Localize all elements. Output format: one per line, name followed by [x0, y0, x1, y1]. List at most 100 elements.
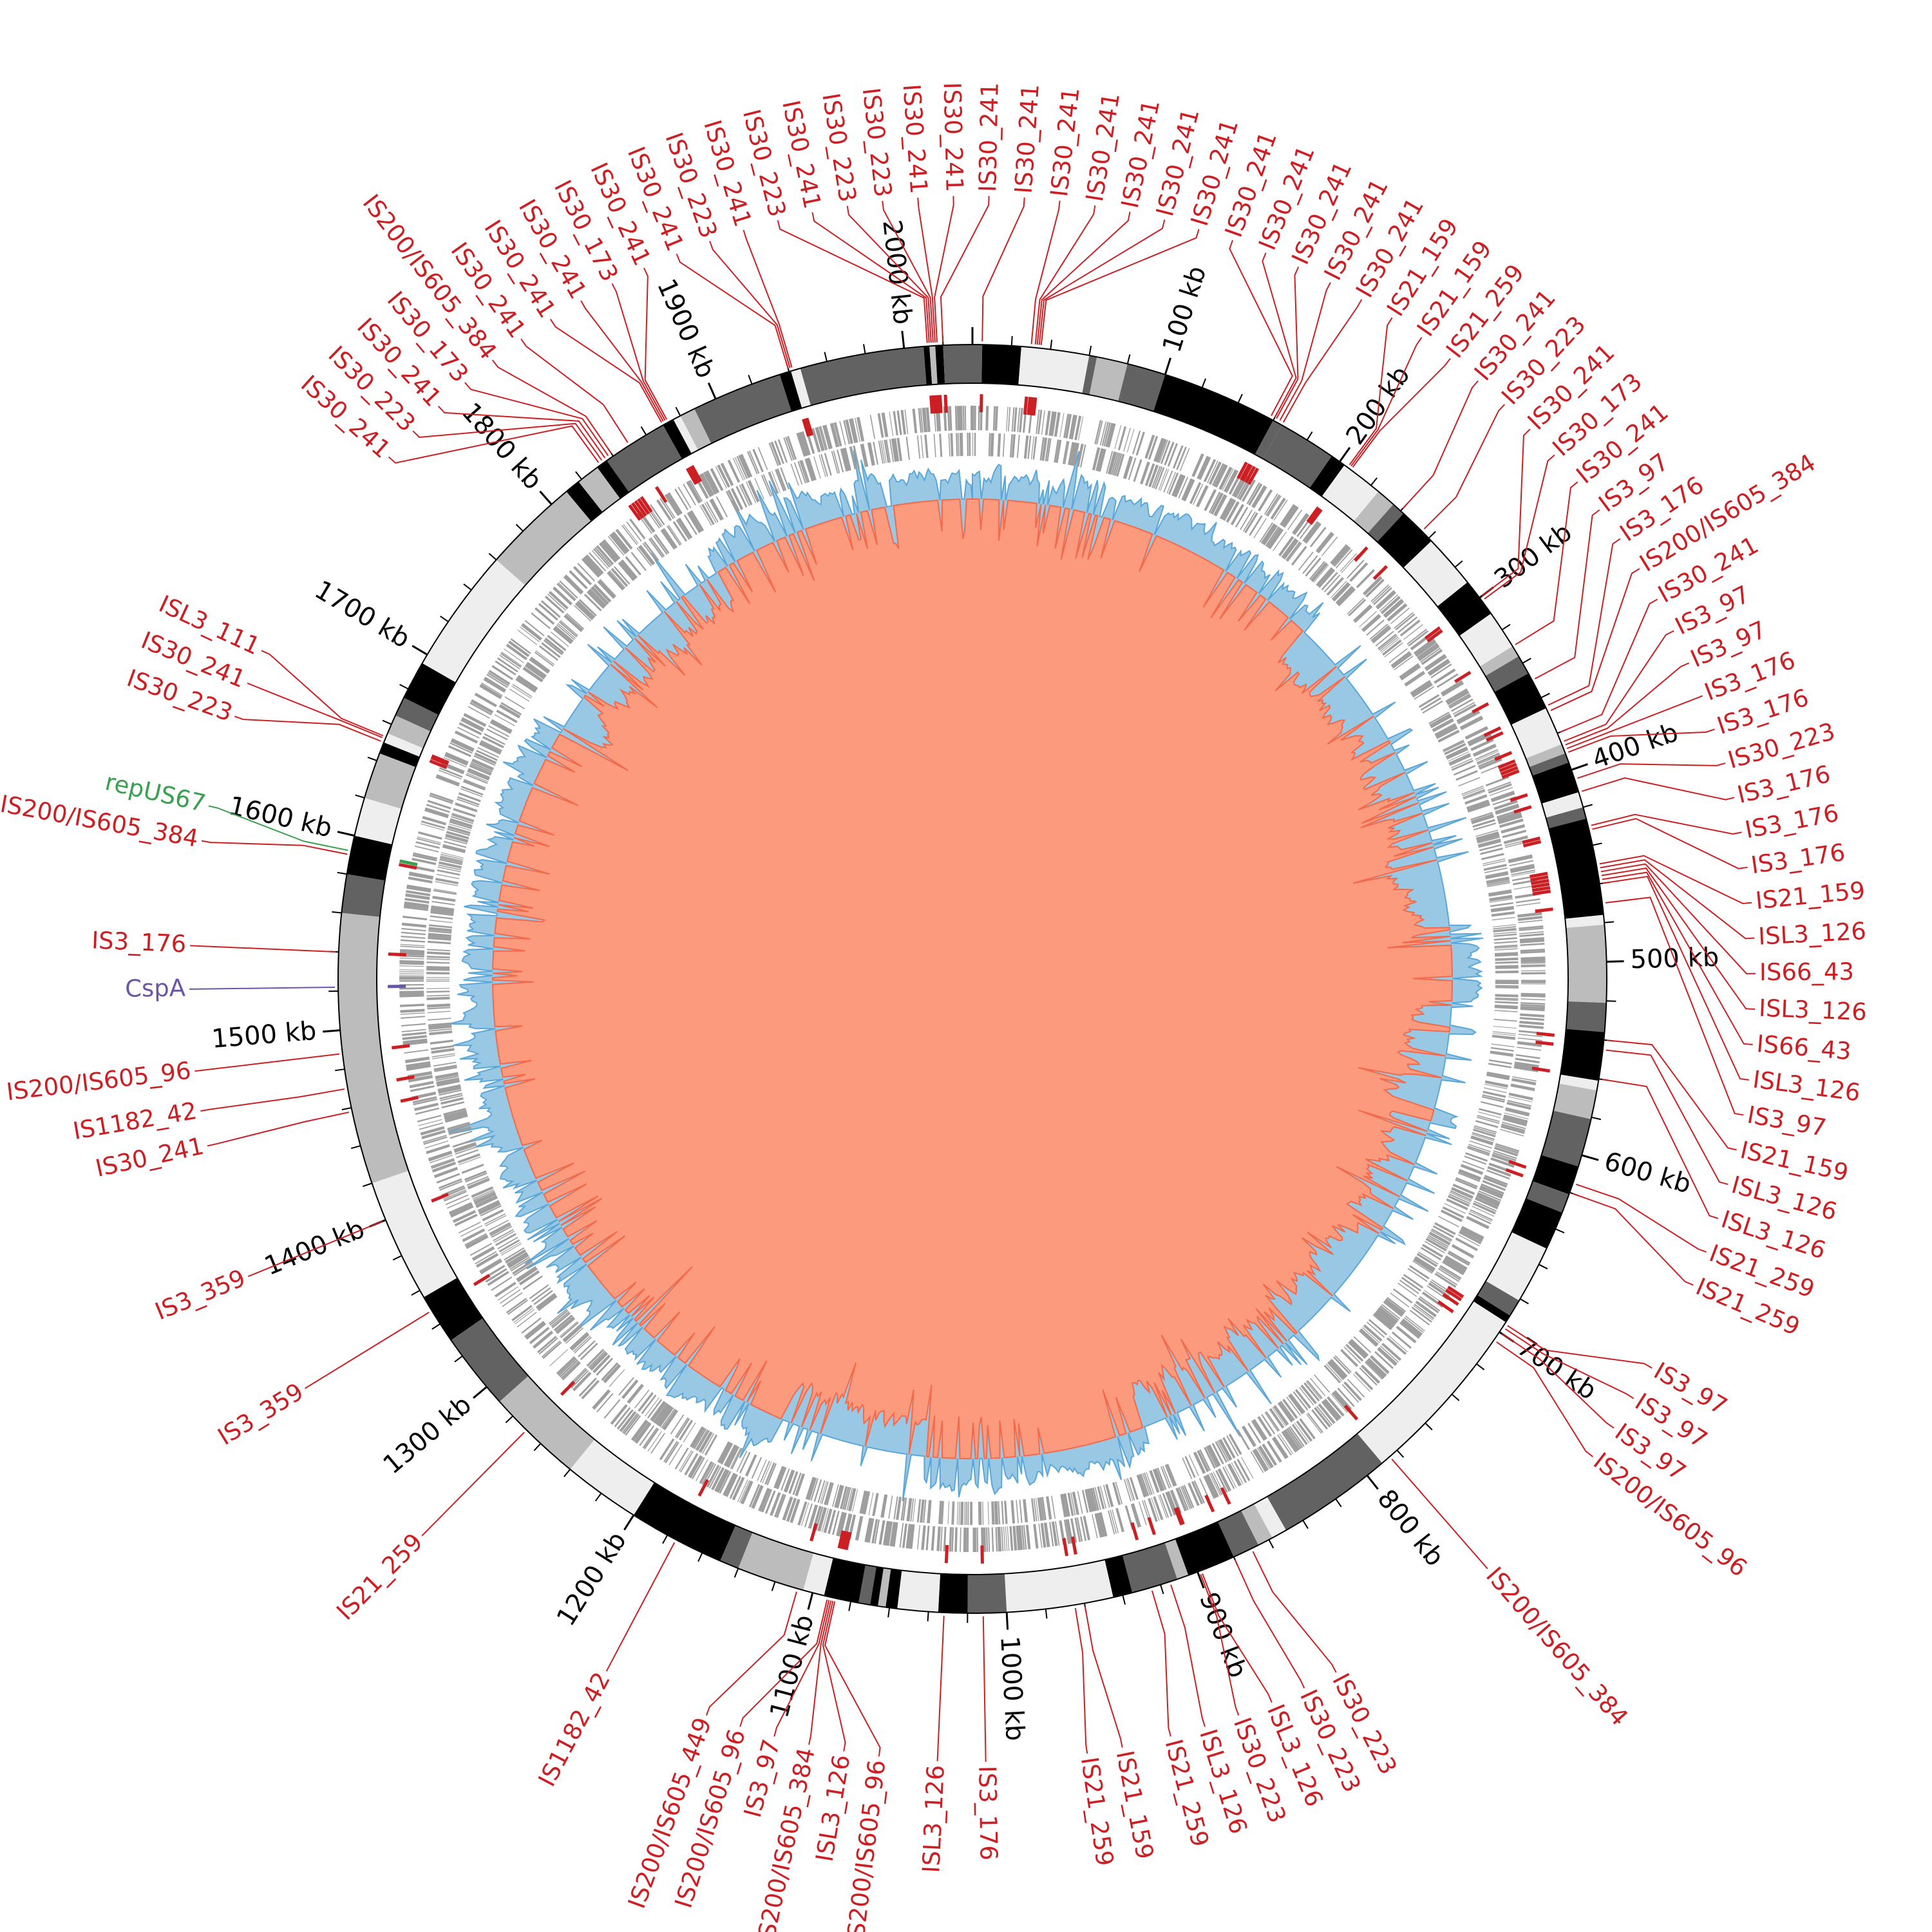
ideogram-band [1473, 1295, 1510, 1323]
feature-leader-line [1481, 428, 1531, 596]
feature-marker [1531, 1066, 1551, 1073]
ideogram-band [897, 1570, 941, 1613]
is-element-label: IS21_259 [331, 1528, 428, 1626]
minor-tick [1050, 339, 1053, 350]
feature-leader-line [491, 359, 612, 454]
feature-marker [430, 755, 449, 766]
ideogram-band [496, 491, 591, 585]
feature-leader-line [936, 1615, 945, 1761]
ideogram-band [379, 742, 420, 768]
minor-tick [1591, 1116, 1602, 1121]
feature-marker [396, 1075, 415, 1082]
feature-leader-line [1565, 662, 1690, 746]
feature-leader-line [777, 220, 928, 343]
minor-tick [697, 1552, 703, 1562]
feature-leader-line [550, 319, 663, 423]
is-element-label: ISL3_126 [811, 1753, 856, 1864]
feature-marker [685, 468, 698, 485]
feature-marker [1531, 886, 1551, 893]
feature-leader-line [208, 805, 348, 851]
gc-skew-negative [492, 498, 1453, 1460]
minor-tick [1454, 560, 1463, 568]
feature-leader-line [1550, 568, 1640, 712]
minor-tick [1237, 393, 1243, 404]
minor-tick [1201, 378, 1207, 388]
feature-marker [399, 862, 417, 870]
ideogram-band [1529, 753, 1569, 776]
major-tick [1366, 1475, 1379, 1490]
major-tick [1339, 447, 1351, 462]
feature-marker [1447, 1285, 1464, 1298]
gc-skew-track [447, 450, 1484, 1502]
feature-marker [1532, 889, 1551, 896]
feature-leader-line [189, 986, 336, 990]
major-tick [412, 645, 428, 656]
scale-label: 900 kb [1193, 1589, 1253, 1682]
feature-marker [431, 754, 450, 764]
is-element-label: IS66_43 [1759, 958, 1854, 986]
ideogram-band [1566, 924, 1607, 1003]
ideogram-band [578, 467, 620, 512]
minor-tick [488, 553, 497, 560]
scale-label: 1200 kb [551, 1527, 632, 1631]
ideogram-band [943, 345, 972, 384]
feature-leader-line [1548, 538, 1621, 706]
feature-marker [637, 498, 650, 515]
feature-marker [1497, 759, 1516, 770]
is-element-label: IS3_359 [151, 1264, 249, 1326]
feature-leader-line [201, 840, 348, 855]
feature-leader-line [1202, 1573, 1273, 1703]
ideogram-band [451, 1318, 529, 1402]
feature-marker [1530, 875, 1549, 882]
feature-leader-line [1600, 863, 1756, 974]
feature-leader-line [1279, 282, 1331, 421]
feature-marker [1343, 1405, 1359, 1421]
feature-marker [431, 1193, 449, 1203]
ideogram-band [1485, 656, 1529, 692]
feature-leader-line [1352, 358, 1451, 468]
major-tick [707, 383, 717, 399]
feature-leader-line [709, 241, 791, 368]
ideogram-band [1241, 1504, 1273, 1546]
is-element-label: IS3_359 [213, 1378, 308, 1451]
feature-leader-line [1567, 728, 1715, 753]
feature-leader-line [1350, 337, 1423, 467]
is-element-label: IS3_176 [1749, 838, 1847, 880]
ideogram-band [929, 345, 938, 385]
feature-leader-line [234, 715, 381, 742]
feature-marker [1372, 565, 1388, 580]
feature-marker [1426, 629, 1443, 643]
feature-leader-line [421, 1432, 525, 1537]
ideogram-band [1477, 1281, 1519, 1316]
ideogram-band [886, 1569, 902, 1609]
is-element-label: ISL3_126 [1757, 917, 1867, 951]
feature-marker [1354, 546, 1368, 562]
feature-marker [1508, 1160, 1527, 1169]
minor-tick [748, 375, 753, 384]
feature-leader-line [1084, 1606, 1123, 1748]
ideogram-band [938, 1573, 968, 1613]
minor-tick [440, 616, 449, 623]
minor-tick [1592, 842, 1602, 846]
feature-marker [687, 466, 699, 484]
is-element-label: IS30_241 [974, 82, 1004, 192]
feature-marker [1236, 461, 1248, 479]
is-element-label: ISL3_126 [1758, 994, 1867, 1026]
feature-marker [630, 502, 645, 519]
ideogram-band [1566, 1001, 1607, 1032]
feature-leader-line [190, 945, 336, 952]
cspa-label: CspA [125, 974, 185, 1003]
major-tick [1197, 1571, 1205, 1589]
ideogram-band [1218, 1510, 1259, 1557]
feature-marker [1130, 1522, 1139, 1540]
feature-leader-line [1601, 867, 1756, 1010]
feature-marker [844, 1531, 852, 1551]
feature-leader-line [1036, 211, 1131, 345]
feature-marker [1500, 766, 1519, 776]
major-tick [323, 1029, 341, 1033]
minor-tick [337, 871, 347, 875]
minor-tick [575, 471, 582, 480]
feature-marker [1530, 871, 1548, 878]
feature-leader-line [1074, 1607, 1088, 1754]
feature-leader-line [1572, 1193, 1694, 1286]
